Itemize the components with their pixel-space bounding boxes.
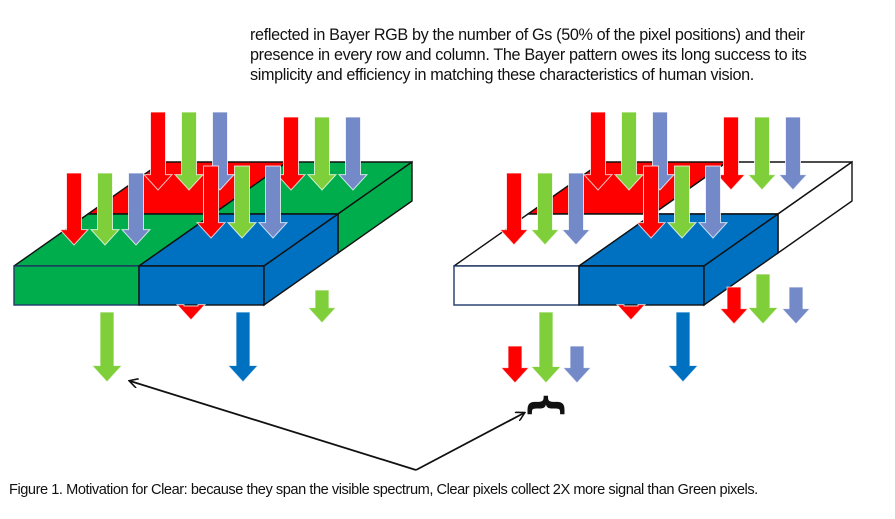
front-right-tile-front-face <box>138 265 265 306</box>
front-left-tile-front-face <box>453 265 580 306</box>
front-left-green-light-arrow <box>89 172 121 246</box>
curly-brace-icon: { <box>524 391 570 419</box>
connector-arrow-left <box>130 381 417 471</box>
output-green-arrow-back-right <box>306 289 338 324</box>
front-right-red-light-arrow <box>195 165 227 239</box>
clear-filter-diagram <box>453 111 853 384</box>
back-right-green-light-arrow <box>306 116 338 191</box>
output-blue-arrow-front-right <box>666 311 700 383</box>
figure-caption: Figure 1. Motivation for Clear: because … <box>9 482 758 498</box>
front-left-blue-light-arrow <box>560 172 592 246</box>
back-right-blue-light-arrow <box>337 116 369 191</box>
front-right-red-light-arrow <box>635 165 667 239</box>
back-right-green-light-arrow <box>746 116 778 191</box>
back-left-green-light-arrow <box>173 111 205 191</box>
output-green-arrow-back-clear <box>746 273 780 325</box>
front-left-green-light-arrow <box>529 172 561 246</box>
output-green-arrow-front-left <box>90 311 124 383</box>
front-left-blue-light-arrow <box>120 172 152 246</box>
front-right-tile-side-face <box>703 212 779 307</box>
bayer-filter-diagram <box>13 111 413 383</box>
output-red-arrow-back-clear <box>718 286 750 325</box>
front-right-green-light-arrow <box>226 165 258 239</box>
intro-line: presence in every row and column. The Ba… <box>250 46 807 64</box>
front-right-blue-light-arrow <box>257 165 289 239</box>
output-blue-arrow-front-right <box>226 311 260 383</box>
output-blue-arrow-back-clear <box>780 286 812 325</box>
back-left-red-light-arrow <box>582 111 614 191</box>
output-green-arrow-clear <box>529 311 563 384</box>
front-left-tile-front-face <box>13 265 140 306</box>
back-left-green-light-arrow <box>613 111 645 191</box>
back-left-red-light-arrow <box>142 111 174 191</box>
back-right-blue-light-arrow <box>777 116 809 191</box>
front-right-blue-light-arrow <box>697 165 729 239</box>
comparison-connector: { <box>130 381 570 471</box>
front-left-red-light-arrow <box>498 172 530 246</box>
connector-arrow-right <box>415 413 524 471</box>
front-right-tile-side-face <box>263 212 339 307</box>
front-right-green-light-arrow <box>666 165 698 239</box>
back-right-red-light-arrow <box>275 116 307 191</box>
output-red-arrow-clear <box>499 345 531 384</box>
output-red-arrow-back-left <box>615 304 647 321</box>
intro-paragraph: reflected in Bayer RGB by the number of … <box>250 25 870 85</box>
intro-line: simplicity and efficiency in matching th… <box>250 66 754 84</box>
front-left-red-light-arrow <box>58 172 90 246</box>
output-blue-arrow-clear <box>561 345 593 384</box>
intro-line: reflected in Bayer RGB by the number of … <box>250 26 805 44</box>
front-right-tile-front-face <box>578 265 705 306</box>
back-right-red-light-arrow <box>715 116 747 191</box>
output-red-arrow-back-left <box>175 304 207 321</box>
